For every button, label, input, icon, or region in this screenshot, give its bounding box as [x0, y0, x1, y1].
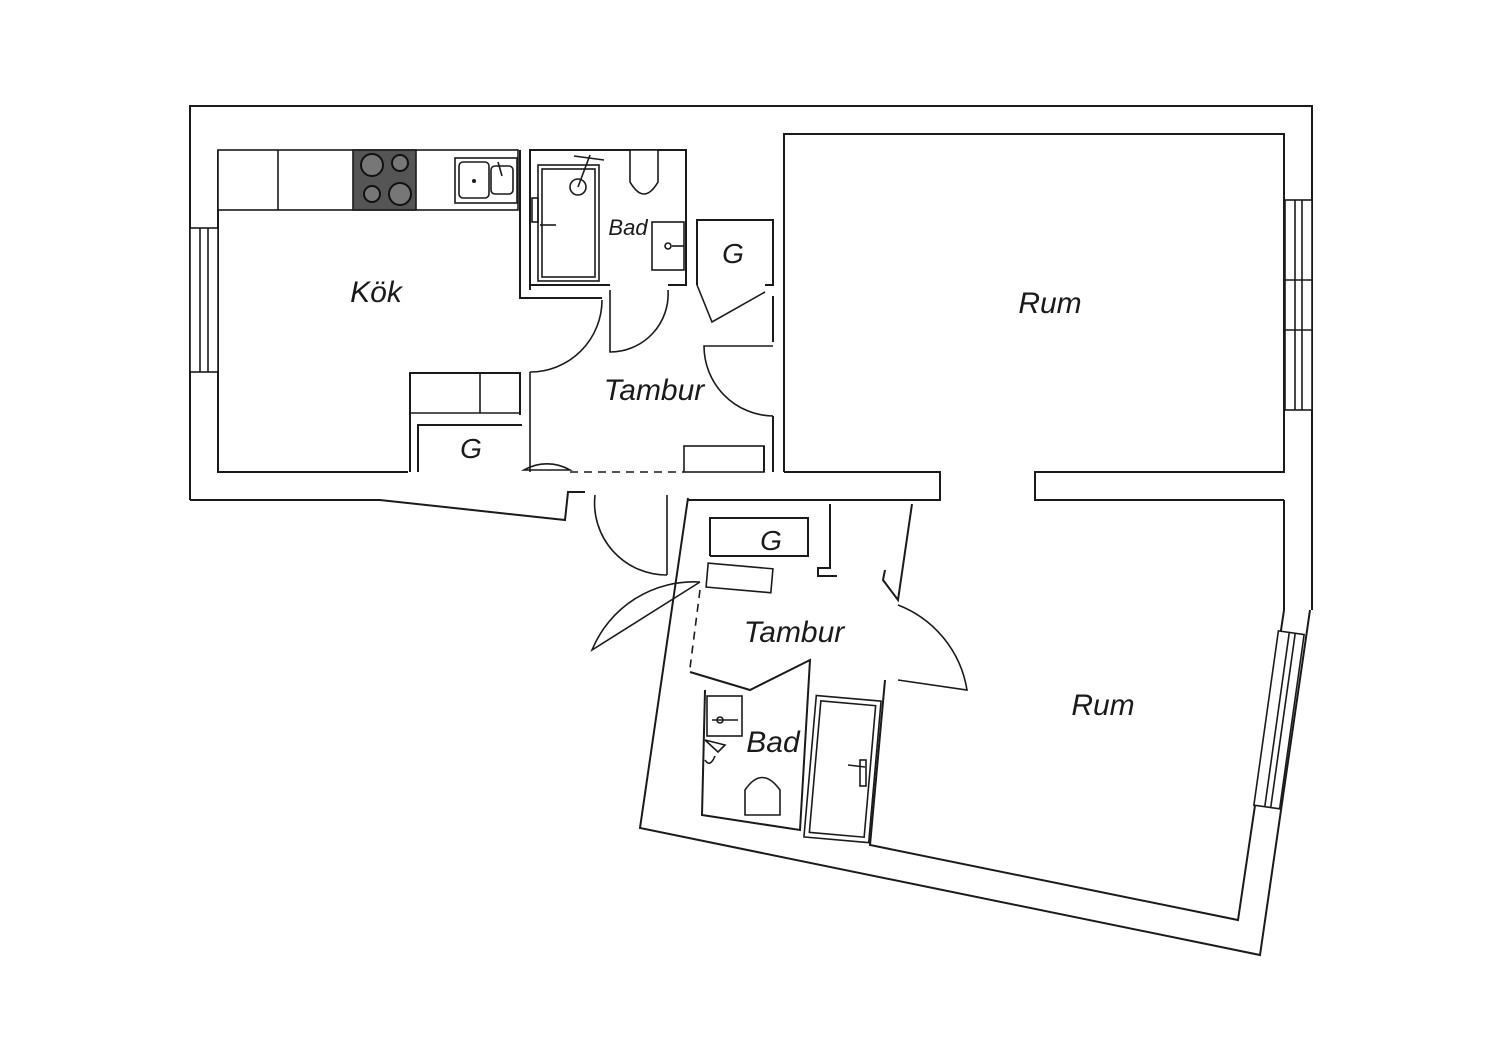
- room-label-bath-lower: Bad: [746, 726, 801, 759]
- room-label-room-lower: Rum: [1071, 689, 1134, 722]
- window-top-room: [1284, 199, 1313, 411]
- room-label-hall-lower: Tambur: [744, 616, 846, 649]
- room-label-hall-top: Tambur: [604, 374, 706, 407]
- room-lower-area: [868, 500, 1306, 922]
- closet-top-area: [696, 219, 774, 324]
- room-label-closet-kitchen: G: [460, 433, 482, 464]
- room-label-closet-lower: G: [760, 525, 782, 556]
- shower-lower-icon: [803, 694, 882, 844]
- sink-icon: [454, 157, 518, 204]
- room-top-area: [688, 133, 1313, 501]
- room-label-room-top: Rum: [1018, 287, 1081, 320]
- kitchen-area: [189, 149, 603, 473]
- toilet-lower-icon: [744, 776, 781, 816]
- hall-lower-area: [590, 494, 968, 691]
- washbasin-lower-icon: [706, 695, 743, 737]
- bath-top-area: [529, 149, 687, 353]
- kitchen-inner-wall: [519, 150, 602, 299]
- toilet-icon: [629, 149, 659, 195]
- outer-wall-lower-left: [638, 497, 1311, 957]
- room-label-kitchen: Kök: [350, 276, 404, 309]
- window-lower-room: [1252, 630, 1306, 810]
- outer-walls: [189, 105, 1313, 957]
- shower-icon: [537, 164, 600, 282]
- bath-lower-area: [689, 658, 882, 844]
- window-kitchen: [189, 227, 219, 373]
- room-label-closet-top: G: [722, 238, 744, 269]
- hall-top-area: [521, 296, 774, 473]
- outer-wall-left-bottom: [190, 491, 585, 522]
- room-label-bath-top: Bad: [608, 215, 648, 240]
